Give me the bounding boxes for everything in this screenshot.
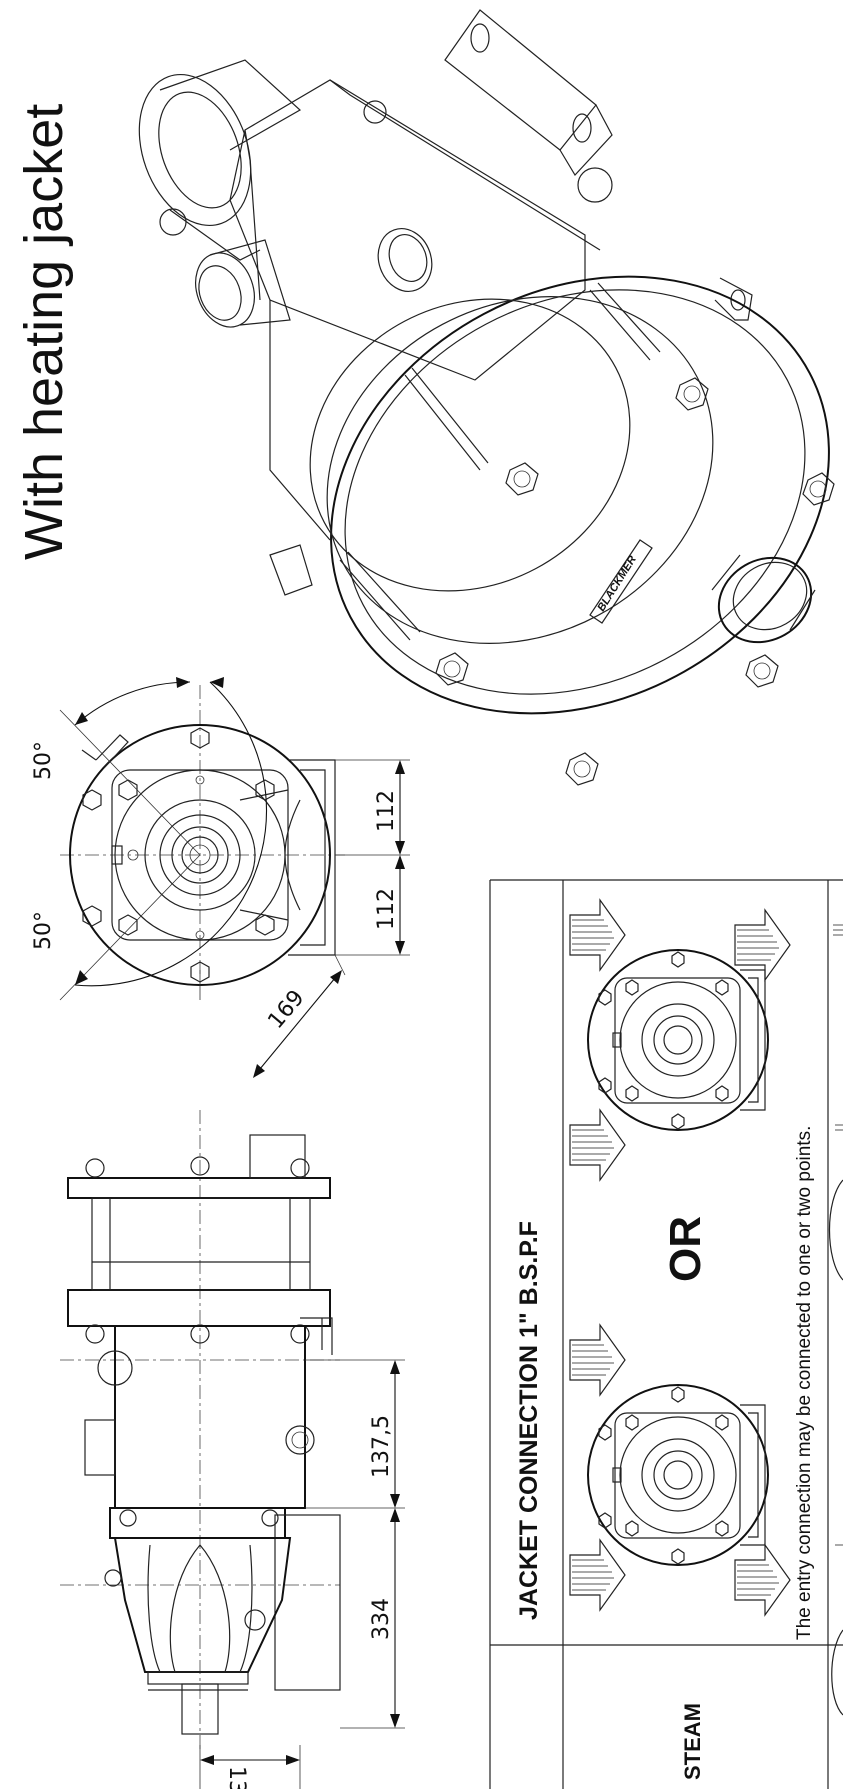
jacket-connection-table: JACKET CONNECTION 1" B.S.P.F OR The entr… <box>489 879 843 1789</box>
pump-side-view <box>60 1110 341 1750</box>
pump-front-view <box>60 685 345 986</box>
jacket-pump-view-a <box>587 949 769 1131</box>
side-view-dimensions: 137,5 334 130 <box>199 1359 405 1789</box>
front-view-dimensions: 50° 50° 112 112 169 <box>31 677 410 1078</box>
flange-bolts <box>435 377 835 786</box>
steam-label: STEAM <box>680 1703 705 1780</box>
or-label: OR <box>661 1216 710 1282</box>
dim-334: 334 <box>369 1598 394 1640</box>
dim-130: 130 <box>224 1766 249 1789</box>
dim-169: 169 <box>263 986 309 1034</box>
drawing-title: With heating jacket <box>14 104 74 560</box>
flow-arrows <box>569 898 791 1617</box>
brand-plate: BLACKMER <box>589 539 653 624</box>
jacket-note: The entry connection may be connected to… <box>794 1126 815 1640</box>
dim-50-right: 50° <box>31 911 56 950</box>
dim-137-5: 137,5 <box>369 1415 394 1478</box>
dim-112-left: 112 <box>374 790 399 832</box>
dim-112-right: 112 <box>374 888 399 930</box>
pump-isometric-view: BLACKMER <box>138 9 835 786</box>
jacket-heading: JACKET CONNECTION 1" B.S.P.F <box>515 1221 543 1620</box>
dim-50-left: 50° <box>31 741 56 780</box>
jacket-pump-view-b <box>587 1384 769 1566</box>
